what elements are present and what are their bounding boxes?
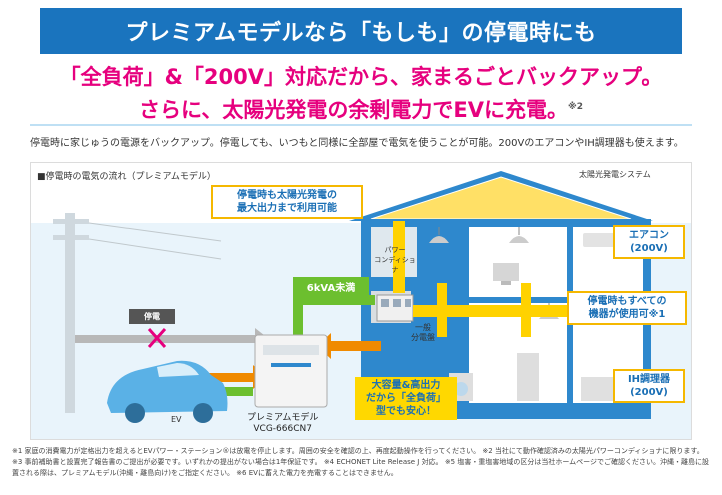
headline: 「全負荷」&「200V」対応だから、家まるごとバックアップ。 さらに、太陽光発電…	[0, 62, 722, 125]
utility-pole-icon	[53, 213, 222, 413]
footnotes: ※1 家庭の消費電力が定格出力を超えるとEVパワー・ステーション®は放電を停止し…	[12, 447, 710, 477]
model-name: プレミアムモデル	[247, 413, 319, 423]
callout-ih: IH調理器 (200V)	[613, 369, 685, 403]
ev-label: EV	[171, 415, 182, 424]
outage-tag: 停電	[129, 309, 175, 324]
refrigerator-icon	[517, 353, 539, 401]
power-conditioner-label: パワー コンディショナ	[374, 246, 416, 274]
headline-note: ※2	[567, 102, 583, 112]
solar-system-label: 太陽光発電システム	[579, 170, 651, 179]
ev-car-icon	[107, 360, 228, 423]
distribution-board-icon	[376, 294, 414, 322]
top-banner: プレミアムモデルなら「もしも」の停電時にも	[40, 8, 682, 54]
tv-icon	[493, 263, 519, 285]
model-label: プレミアムモデル VCG-666CN7	[247, 413, 318, 435]
breaker-label: 一般 分電盤	[411, 323, 435, 342]
intro-text: 停電時に家じゅうの電源をバックアップ。停電しても、いつもと同様に全部屋で電気を使…	[30, 138, 684, 149]
callout-solar-max: 停電時も太陽光発電の 最大出力まで利用可能	[211, 185, 363, 219]
panel-title: ■停電時の電気の流れ（プレミアムモデル）	[37, 172, 216, 182]
model-number: VCG-666CN7	[253, 424, 312, 434]
headline-line1: 「全負荷」&「200V」対応だから、家まるごとバックアップ。	[59, 65, 663, 89]
headline-line2: さらに、太陽光発電の余剰電力でEVに充電。※2	[139, 98, 583, 122]
v2h-station-icon	[254, 334, 328, 408]
diagram-panel: ■停電時の電気の流れ（プレミアムモデル） 太陽光発電システム パワー コンディシ…	[30, 162, 692, 440]
solar-flow-arrow	[393, 221, 599, 337]
callout-all-devices: 停電時もすべての 機器が使用可※1	[567, 291, 687, 325]
divider	[30, 124, 692, 126]
callout-capacity: 大容量&高出力 だから「全負荷」 型でも安心！	[355, 377, 457, 420]
diagram-scene	[31, 171, 691, 439]
callout-aircon: エアコン (200V)	[613, 225, 685, 259]
capacity-tag: 6kVA未満	[293, 277, 369, 295]
